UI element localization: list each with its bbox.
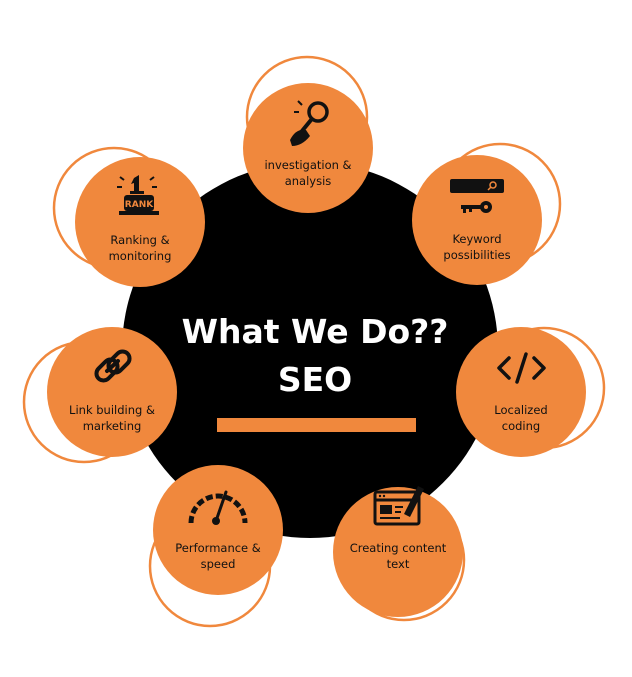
- node-keyword: [412, 155, 542, 285]
- label-line: Keyword: [452, 232, 502, 246]
- rank-trophy-icon: RANK: [117, 175, 159, 215]
- label-line: monitoring: [108, 249, 172, 263]
- label-line: analysis: [284, 174, 332, 188]
- label-localized: Localized coding: [461, 402, 581, 434]
- label-line: speed: [200, 557, 236, 571]
- label-line: possibilities: [443, 248, 511, 262]
- label-line: Link building &: [69, 403, 155, 417]
- node-content: [333, 487, 463, 617]
- code-brackets-icon: [497, 352, 546, 384]
- label-line: Localized: [494, 403, 548, 417]
- label-line: text: [386, 557, 410, 571]
- search-bar-key-icon: [450, 179, 504, 213]
- browser-pen-icon: [373, 486, 424, 526]
- label-line: coding: [501, 419, 541, 433]
- node-ranking: [75, 157, 205, 287]
- diagram-title: What We Do??: [181, 312, 449, 351]
- label-investigation: investigation & analysis: [248, 157, 368, 189]
- nodes: [47, 83, 586, 617]
- label-line: Performance &: [175, 541, 261, 555]
- label-content: Creating content text: [338, 540, 458, 572]
- label-ranking: Ranking & monitoring: [80, 232, 200, 264]
- chain-link-icon: [94, 349, 132, 383]
- node-localized: [456, 327, 586, 457]
- title-underline-bar: [217, 418, 416, 432]
- node-performance: [153, 465, 283, 595]
- speedometer-icon: [188, 490, 248, 525]
- center-circle: [122, 162, 498, 538]
- label-line: Creating content: [349, 541, 447, 555]
- magnifier-hand-icon: [290, 100, 329, 146]
- label-line: Ranking &: [110, 233, 170, 247]
- label-link: Link building & marketing: [52, 402, 172, 434]
- node-investigation: [243, 83, 373, 213]
- svg-text:RANK: RANK: [125, 200, 154, 210]
- label-line: investigation &: [264, 158, 352, 172]
- label-line: marketing: [82, 419, 142, 433]
- label-performance: Performance & speed: [158, 540, 278, 572]
- node-link: [47, 327, 177, 457]
- label-keyword: Keyword possibilities: [417, 231, 537, 263]
- diagram-subtitle: SEO: [277, 360, 353, 399]
